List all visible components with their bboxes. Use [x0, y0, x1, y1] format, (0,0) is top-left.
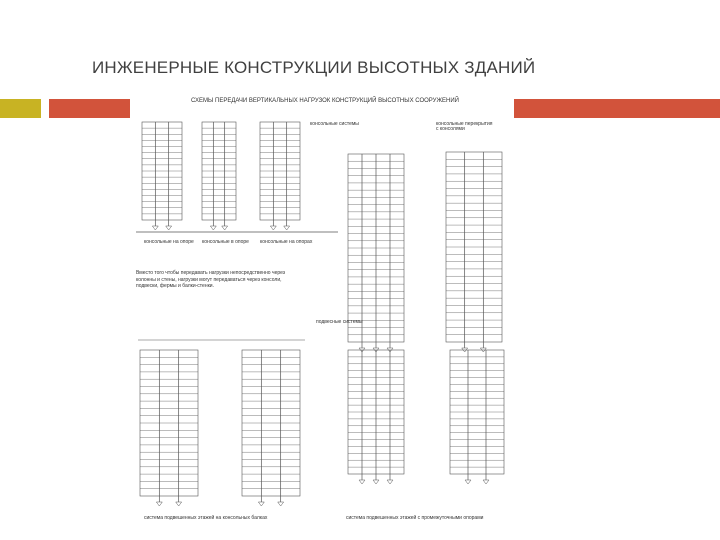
- building-8-support: [372, 479, 380, 485]
- building-6-support: [155, 501, 163, 507]
- building-8-support: [358, 479, 366, 485]
- building-2-support: [209, 225, 217, 231]
- figure-title: СХЕМЫ ПЕРЕДАЧИ ВЕРТИКАЛЬНЫХ НАГРУЗОК КОН…: [191, 98, 459, 104]
- building-9-support: [482, 479, 490, 485]
- caption-1: консольные на опоре: [144, 239, 194, 245]
- building-1-support: [165, 225, 173, 231]
- caption-2: консольные в опоре: [202, 239, 249, 245]
- building-2-support: [221, 225, 229, 231]
- caption-6: подвесные системы: [316, 319, 363, 325]
- caption-3: консольные на опорах: [260, 239, 313, 245]
- caption-5: консольные перекрытия с консолями: [436, 121, 493, 133]
- building-6-support: [175, 501, 183, 507]
- accent-bar-left: [0, 99, 41, 118]
- caption-8: система подвешенных этажей с промежуточн…: [346, 515, 484, 521]
- figure-note: Вместо того чтобы передавать нагрузки не…: [136, 270, 286, 289]
- building-3-support: [283, 225, 291, 231]
- building-9-support: [464, 479, 472, 485]
- structural-diagram: СХЕМЫ ПЕРЕДАЧИ ВЕРТИКАЛЬНЫХ НАГРУЗОК КОН…: [130, 92, 514, 536]
- diagram-drawing: [136, 121, 505, 507]
- caption-4: консольные системы: [310, 121, 359, 127]
- building-1-support: [151, 225, 159, 231]
- caption-7: система подвешенных этажей на консольных…: [144, 515, 268, 521]
- building-7-support: [277, 501, 285, 507]
- building-3-support: [269, 225, 277, 231]
- building-7-support: [257, 501, 265, 507]
- slide-title: ИНЖЕНЕРНЫЕ КОНСТРУКЦИИ ВЫСОТНЫХ ЗДАНИЙ: [92, 58, 536, 77]
- building-8-support: [386, 479, 394, 485]
